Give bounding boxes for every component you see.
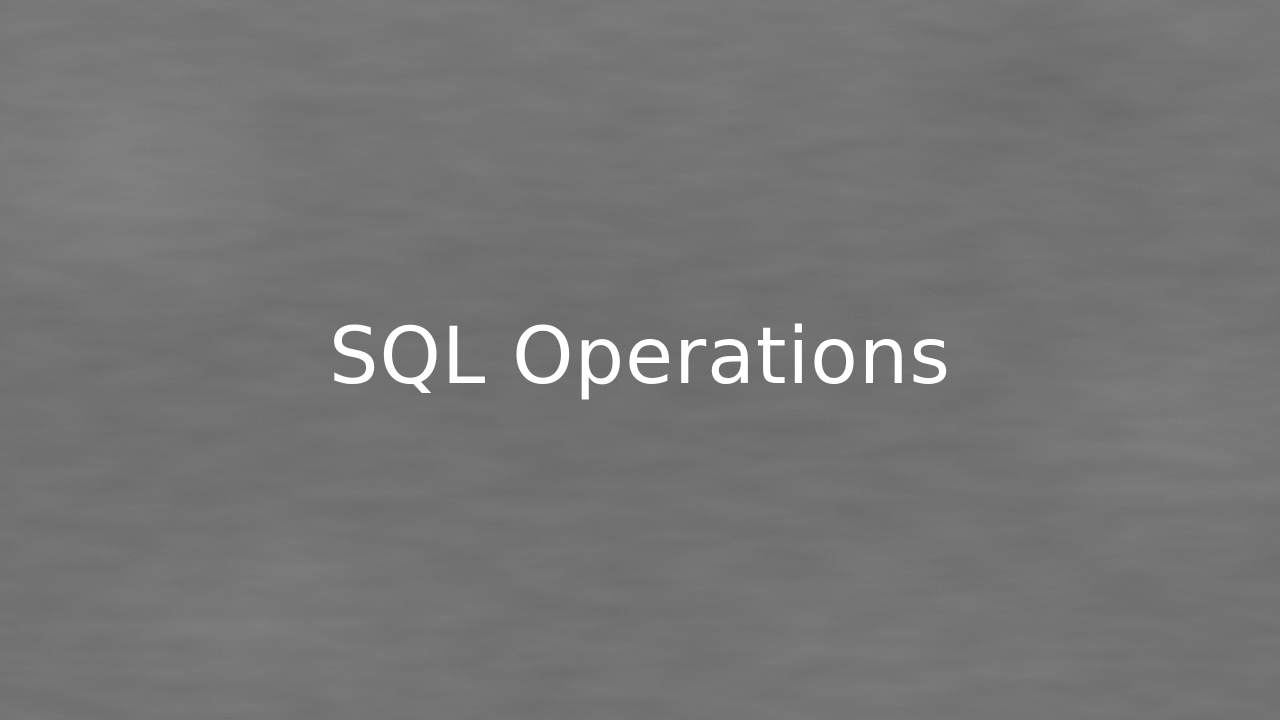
slide-title: SQL Operations <box>329 312 951 402</box>
